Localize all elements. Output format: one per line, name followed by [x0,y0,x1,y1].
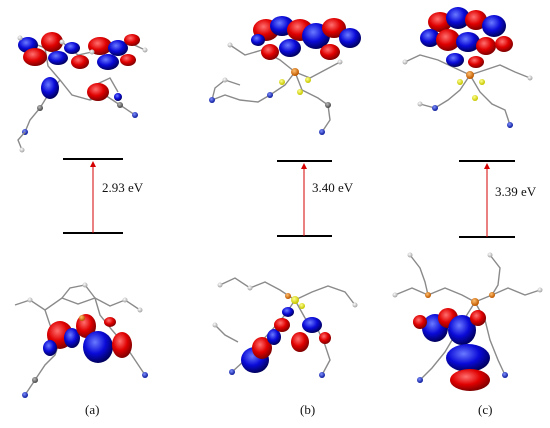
panel-label-b: (b) [300,402,316,417]
energy-gap-label-b: 3.40 eV [312,180,354,195]
lumo-b [209,16,361,135]
energy-gap-b [277,160,332,237]
panel-b [209,16,361,378]
panel-a [14,32,148,398]
homo-c [392,252,543,391]
homo-b [212,277,358,378]
energy-gap-a [63,158,123,234]
energy-gap-label-c: 3.39 eV [495,184,537,199]
panel-c [392,7,543,391]
panel-label-a: (a) [85,402,100,417]
lumo-a [17,32,148,153]
energy-gap-label-a: 2.93 eV [102,180,144,195]
lumo-c [402,7,533,128]
homo-a [14,282,148,398]
energy-gap-c [459,160,515,238]
panel-label-c: (c) [478,402,493,417]
